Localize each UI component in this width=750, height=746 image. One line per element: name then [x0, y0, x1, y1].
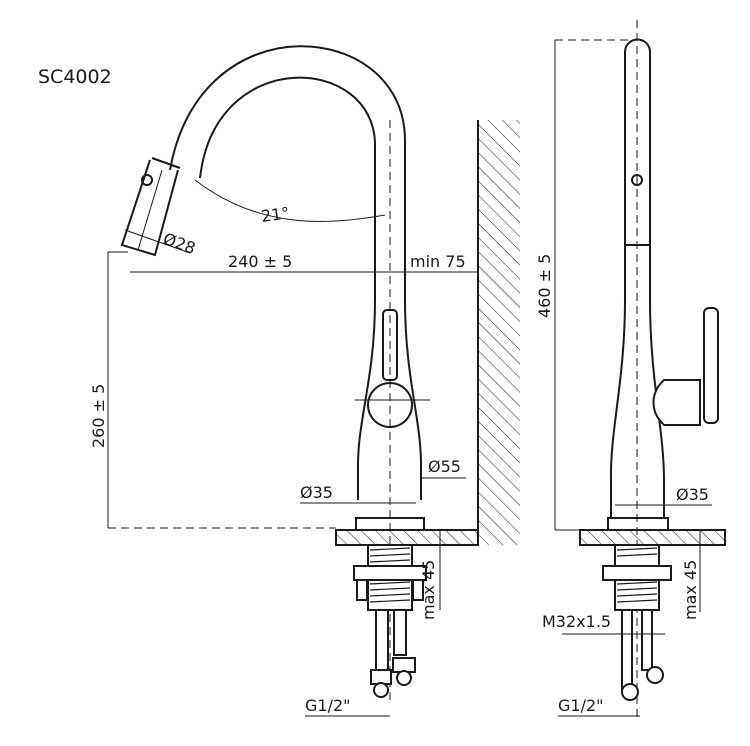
dim-counter-max-side: max 45 — [681, 560, 700, 620]
mounting-nut-side — [602, 565, 672, 581]
bolt-left — [356, 579, 368, 601]
dim-base-outer: Ø55 — [428, 457, 461, 476]
hose-nut-right — [396, 670, 412, 686]
head-joint — [151, 157, 181, 169]
hose-fitting-right — [392, 657, 416, 673]
hose-fitting-left — [370, 669, 392, 685]
hose-nut-left — [373, 682, 389, 698]
body-outline — [356, 299, 423, 500]
dim-hose-thread-side: G1/2" — [558, 696, 604, 715]
dim-head-diameter: Ø28 — [161, 229, 198, 258]
head-centerline — [137, 169, 163, 251]
hose-side-2 — [641, 609, 653, 671]
dim-wall-clearance: min 75 — [410, 252, 466, 271]
countertop-section — [335, 529, 479, 546]
spout-inner — [199, 76, 376, 300]
wall-hatch — [478, 120, 520, 545]
side-view: 460 ± 5 Ø35 max 45 M32x1.5 G1/2" — [535, 20, 726, 720]
spout-button — [631, 174, 643, 186]
dim-total-height: 460 ± 5 — [535, 254, 554, 318]
front-view: 240 ± 5 min 75 21° Ø28 260 ± 5 Ø55 Ø35 m… — [89, 45, 520, 717]
dim-counter-max: max 45 — [419, 560, 438, 620]
hose-left — [375, 609, 389, 671]
thread-lines — [369, 547, 411, 603]
dim-shank-thread: M32x1.5 — [542, 612, 611, 631]
dim-angle: 21° — [260, 203, 291, 226]
dim-base-side: Ø35 — [676, 485, 709, 504]
model-number: SC4002 — [38, 66, 112, 88]
mounting-nut — [353, 565, 427, 581]
hose-nut-side-2 — [646, 666, 664, 684]
hose-right — [393, 609, 407, 656]
dim-hose-thread: G1/2" — [305, 696, 351, 715]
hose-nut-side-1 — [621, 683, 639, 701]
spout-outer — [169, 45, 406, 300]
hose-side-1 — [621, 609, 633, 691]
countertop-section-side — [579, 529, 726, 546]
dim-arc-angle — [194, 179, 386, 222]
handle-bracket — [652, 379, 701, 426]
dim-spout-height: 260 ± 5 — [89, 384, 108, 448]
bolt-right — [412, 579, 424, 601]
dim-line-head — [124, 229, 191, 254]
lever-side — [703, 307, 719, 424]
thread-lines-side — [616, 547, 658, 603]
head-button — [141, 174, 153, 186]
dim-base-inner: Ø35 — [300, 483, 333, 502]
dim-reach: 240 ± 5 — [228, 252, 292, 271]
base-ring-side — [607, 517, 669, 531]
